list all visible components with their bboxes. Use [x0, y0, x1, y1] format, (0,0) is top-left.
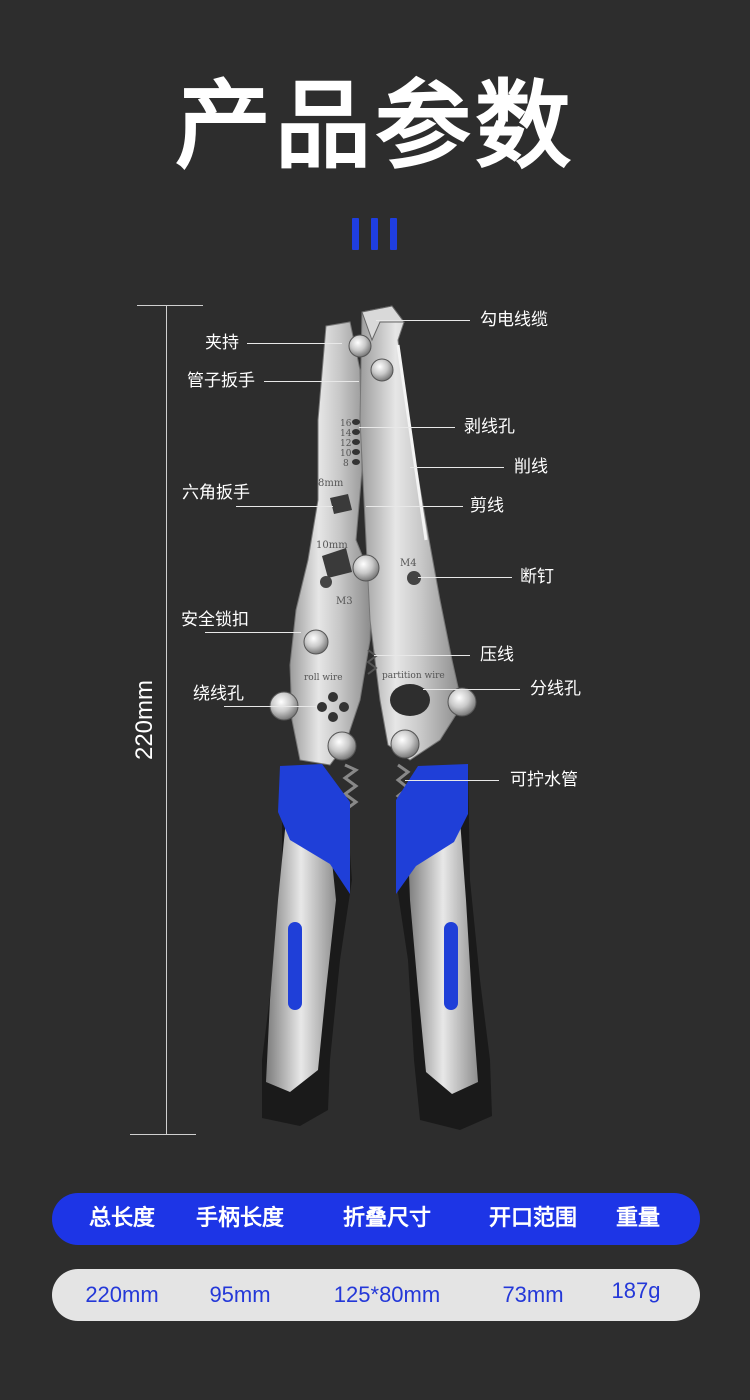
- spec-value-folded-size: 125*80mm: [333, 1282, 441, 1307]
- leader-bo-xian-kong: [359, 427, 455, 428]
- split-wire-hole: [390, 684, 430, 716]
- spec-value-weight: 187g: [611, 1278, 661, 1303]
- spec-header-bar: 总长度 手柄长度 折叠尺寸 开口范围 重量: [52, 1193, 700, 1245]
- m3-marking: M3: [336, 596, 353, 607]
- left-serration: [342, 763, 359, 812]
- hex-notch-small: [330, 494, 352, 514]
- hex-notch-large: [322, 548, 352, 578]
- accent-bars: [352, 218, 402, 250]
- spec-value-opening-range: 73mm: [502, 1282, 564, 1307]
- callout-an-quan-suo-kou: 安全锁扣: [181, 610, 249, 630]
- leader-jia-chi: [247, 343, 342, 344]
- right-handle-blue: [396, 764, 468, 894]
- dimension-line: [166, 305, 167, 1134]
- leader-fen-xian-kong: [423, 689, 520, 690]
- spec-value-total-length: 220mm: [85, 1282, 159, 1307]
- crimp-teeth: [366, 649, 378, 675]
- spec-header-weight: 重量: [615, 1206, 661, 1231]
- roll-wire-marking: roll wire: [304, 673, 343, 683]
- hook-tip: [361, 305, 405, 342]
- leader-ke-ning-shui-guan: [405, 780, 499, 781]
- callout-ke-ning-shui-guan: 可拧水管: [510, 770, 578, 790]
- callout-rao-xian-kong: 绕线孔: [193, 684, 244, 704]
- spec-values-bar: 220mm 95mm 125*80mm 73mm 187g: [52, 1269, 700, 1321]
- stripping-holes: [352, 419, 360, 465]
- gauge-16: 16: [340, 419, 352, 429]
- m4-marking: M4: [400, 558, 417, 569]
- callout-jia-chi: 夹持: [205, 333, 239, 353]
- spec-value-handle-length: 95mm: [209, 1282, 271, 1307]
- callout-guan-zi-ban-shou: 管子扳手: [187, 371, 255, 391]
- spec-header-total-length: 总长度: [88, 1206, 156, 1231]
- left-handle-inset: [288, 922, 302, 1010]
- leader-rao-xian-kong: [224, 706, 316, 707]
- right-handle-grip: [408, 820, 478, 1094]
- spec-header-opening-range: 开口范围: [488, 1206, 578, 1231]
- leader-ya-xian: [374, 655, 470, 656]
- callout-ya-xian: 压线: [480, 645, 514, 665]
- winding-holes: [317, 692, 349, 722]
- page-title: 产品参数: [175, 70, 575, 182]
- callout-jian-xian: 剪线: [470, 496, 504, 516]
- dimension-tick-top: [137, 305, 203, 306]
- leader-liu-jiao-ban-shou: [236, 506, 333, 507]
- left-handle-blue: [278, 764, 350, 894]
- leader-xiao-xian: [410, 467, 504, 468]
- dimension-tick-bottom: [130, 1134, 196, 1135]
- hex-8-marking: 8mm: [318, 478, 344, 489]
- callout-xiao-xian: 削线: [514, 457, 548, 477]
- leader-guan-zi-ban-shou: [264, 381, 359, 382]
- callout-duan-ding: 断钉: [520, 567, 554, 587]
- callout-fen-xian-kong: 分线孔: [530, 679, 581, 699]
- leader-gou-dian-xian-lan: [376, 320, 470, 321]
- callout-gou-dian-xian-lan: 勾电线缆: [480, 310, 548, 330]
- leader-duan-ding: [418, 577, 512, 578]
- hex-10-marking: 10mm: [316, 540, 348, 551]
- callout-liu-jiao-ban-shou: 六角扳手: [182, 483, 250, 503]
- spec-header-folded-size: 折叠尺寸: [342, 1206, 432, 1231]
- cutting-edge: [396, 344, 428, 541]
- gauge-8: 8: [343, 459, 349, 469]
- gauge-10: 10: [340, 449, 352, 459]
- spec-header-handle-length: 手柄长度: [195, 1206, 285, 1231]
- gauge-12: 12: [340, 439, 351, 449]
- partition-wire-marking: partition wire: [382, 671, 445, 681]
- callout-bo-xian-kong: 剥线孔: [464, 417, 515, 437]
- leader-jian-xian: [366, 506, 463, 507]
- leader-an-quan-suo-kou: [205, 632, 301, 633]
- gauge-14: 14: [340, 429, 352, 439]
- right-handle-inset: [444, 922, 458, 1010]
